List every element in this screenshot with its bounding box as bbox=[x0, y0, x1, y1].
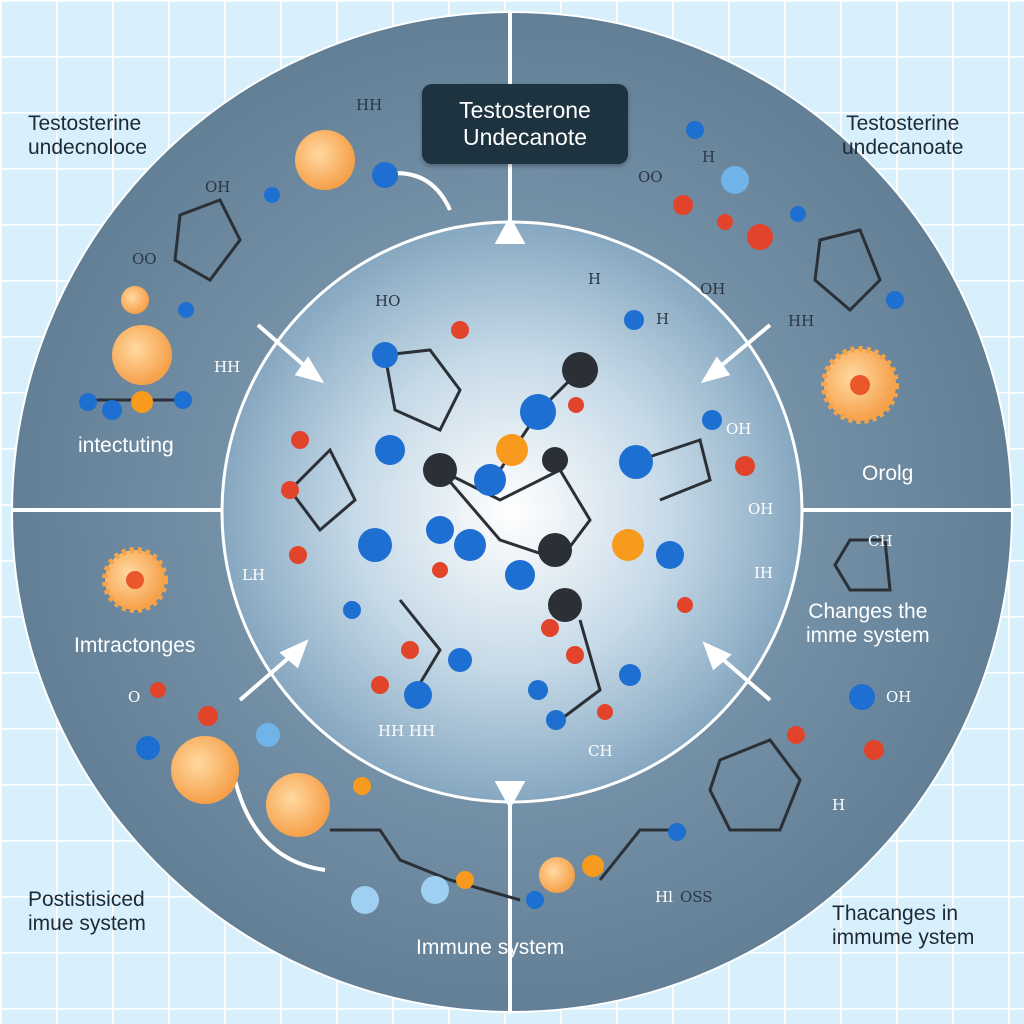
label-mid-left-upper: intectuting bbox=[78, 434, 174, 457]
atom-label: OO bbox=[132, 250, 157, 268]
immune-cells bbox=[102, 130, 899, 893]
label-line: undecanoate bbox=[842, 136, 964, 159]
atom-label: IH bbox=[754, 564, 774, 582]
label-mid-right-lower: Changes the imme system bbox=[806, 600, 930, 648]
title-line2: Undecanote bbox=[462, 124, 588, 150]
label-top-right: Testosterine undecanoate bbox=[842, 112, 963, 160]
label-line: Changes the bbox=[808, 600, 928, 623]
label-top-left: Testosterine undecnoloce bbox=[28, 112, 147, 160]
atom-label: LH bbox=[242, 566, 266, 584]
atom-label: OH bbox=[205, 178, 231, 196]
label-bottom-center: Immune system bbox=[416, 936, 565, 959]
atom-label: OO bbox=[638, 168, 663, 186]
label-line: immume ystem bbox=[832, 926, 975, 949]
title-box: Testosterone Undecanote bbox=[422, 84, 628, 164]
atoms bbox=[79, 121, 904, 914]
atom-label: HH bbox=[788, 312, 815, 330]
atom-label: H bbox=[588, 270, 602, 288]
label-bottom-right: Thacanges in immume ystem bbox=[832, 902, 974, 950]
label-line: imue system bbox=[28, 912, 146, 935]
atom-label: H bbox=[832, 796, 846, 814]
title-line1: Testosterone bbox=[459, 97, 591, 123]
label-mid-left-lower: Imtractonges bbox=[74, 634, 196, 657]
label-line: Testosterine bbox=[846, 112, 960, 135]
atom-label: CH bbox=[588, 742, 613, 760]
label-line: imme system bbox=[806, 624, 930, 647]
label-line: undecnoloce bbox=[28, 136, 148, 159]
label-line: Postistisiced bbox=[28, 888, 145, 911]
atom-label: Hl bbox=[655, 888, 673, 906]
atom-label: HH bbox=[356, 96, 383, 114]
atom-label: OH bbox=[726, 420, 752, 438]
atom-label: CH bbox=[868, 532, 893, 550]
atom-label: HO bbox=[375, 292, 401, 310]
atom-label: O bbox=[128, 688, 141, 706]
atom-label: H bbox=[702, 148, 716, 166]
atom-label: HH bbox=[214, 358, 241, 376]
label-line: Thacanges in bbox=[832, 902, 959, 925]
label-mid-right-upper: Orolg bbox=[862, 462, 914, 485]
atom-label: OSS bbox=[680, 888, 713, 906]
atom-label: OH bbox=[700, 280, 726, 298]
atom-label: HH HH bbox=[378, 722, 436, 740]
atom-label: OH bbox=[748, 500, 774, 518]
arrows bbox=[233, 171, 772, 872]
atom-label: OH bbox=[886, 688, 912, 706]
atom-label: H bbox=[656, 310, 670, 328]
label-bottom-left: Postistisiced imue system bbox=[28, 888, 146, 936]
label-line: Testosterine bbox=[28, 112, 142, 135]
inner-circle bbox=[220, 220, 804, 804]
